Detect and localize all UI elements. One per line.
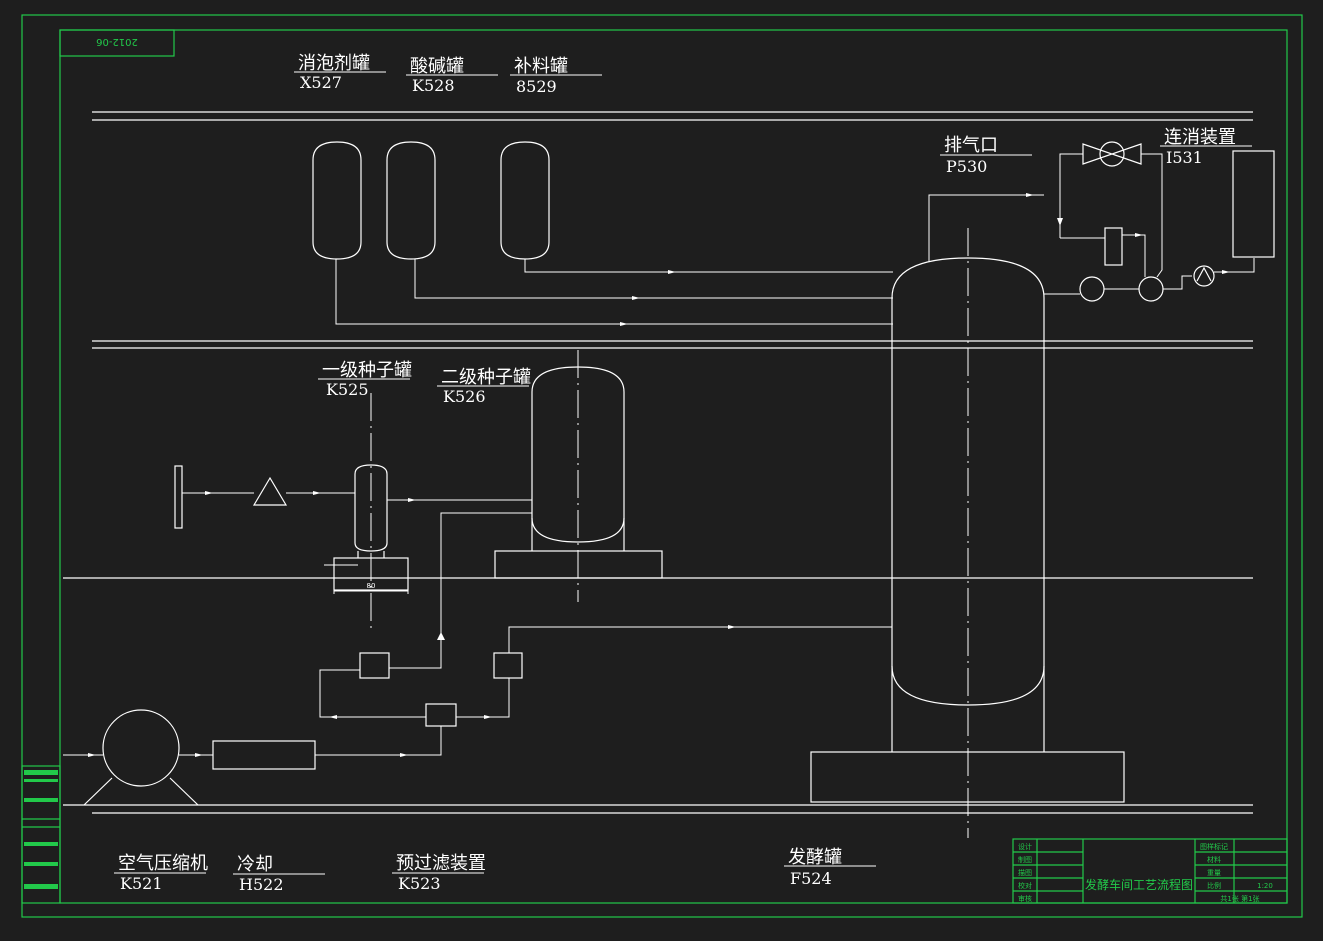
sterilizer-unit <box>1232 150 1275 258</box>
inner-frame <box>59 29 1288 904</box>
label-feed: 补料罐 8529 <box>510 56 602 96</box>
acid-base-tank-code: K528 <box>412 76 455 95</box>
secondary-seed-tank-code: K526 <box>443 387 486 406</box>
defoamer-tank-code: X527 <box>300 73 342 92</box>
pump-3 <box>1193 265 1215 287</box>
pump-2 <box>1138 276 1164 302</box>
cooler-name: 冷却 <box>237 854 273 875</box>
secondary-seed-tank-name: 二级种子罐 <box>441 367 531 388</box>
filter-1 <box>359 652 390 679</box>
defoamer-tank-name: 消泡剂罐 <box>298 53 370 74</box>
label-fermenter: 发酵罐 F524 <box>784 847 876 888</box>
label-sterilizer: 连消装置 I531 <box>1160 127 1252 167</box>
label-prefilter: 预过滤装置 K523 <box>392 853 486 893</box>
drawing-number-box <box>59 29 175 57</box>
prefilter <box>425 703 457 727</box>
cooler-code: H522 <box>239 875 284 894</box>
air-supply-line <box>63 512 892 806</box>
exhaust-name: 排气口 <box>944 135 998 156</box>
tb-approved: 审核 <box>1018 894 1032 903</box>
defoamer-tank <box>312 141 362 260</box>
drawing-title: 发酵车间工艺流程图 <box>1085 877 1193 892</box>
title-block <box>1012 838 1288 904</box>
secondary-seed-tank <box>494 350 663 602</box>
compressor-code: K521 <box>120 874 163 893</box>
primary-seed-tank-name: 一级种子罐 <box>322 360 412 381</box>
label-primary-seed: 一级种子罐 K525 <box>318 360 412 399</box>
label-exhaust: 排气口 P530 <box>940 135 1032 176</box>
binding-strip <box>21 765 61 904</box>
compressor-name: 空气压缩机 <box>118 853 208 874</box>
fermenter-name: 发酵罐 <box>788 847 842 868</box>
drawing-number-stamp: 2012-06 <box>96 36 138 47</box>
acid-base-tank <box>386 141 436 260</box>
label-compressor: 空气压缩机 K521 <box>114 853 208 893</box>
filter-2 <box>493 652 523 679</box>
valve-icon <box>1082 143 1142 165</box>
primary-seed-tank-code: K525 <box>326 380 369 399</box>
air-compressor <box>102 709 180 787</box>
exhaust-pipe <box>928 194 1044 262</box>
inoculation-line <box>174 465 355 529</box>
prefilter-code: K523 <box>398 874 441 893</box>
exhaust-code: P530 <box>946 157 987 176</box>
outer-frame <box>21 14 1303 918</box>
sterilizer-code: I531 <box>1166 148 1203 167</box>
acid-base-tank-name: 酸碱罐 <box>410 56 464 77</box>
sterilizer-name: 连消装置 <box>1164 127 1236 148</box>
dimension-mark: 80 <box>367 582 376 590</box>
label-secondary-seed: 二级种子罐 K526 <box>437 367 531 406</box>
feed-tank-code: 8529 <box>516 77 557 96</box>
inlet-flange <box>174 465 183 529</box>
fermenter <box>810 228 1125 838</box>
tb-design: 设计 <box>1018 842 1032 851</box>
heat-exchanger <box>1104 227 1123 266</box>
label-cooler: 冷却 H522 <box>233 854 325 894</box>
tb-material: 材料 <box>1207 855 1221 864</box>
tb-mark: 图样标记 <box>1200 842 1228 851</box>
prefilter-name: 预过滤装置 <box>396 853 486 874</box>
fermenter-code: F524 <box>790 869 832 888</box>
tb-drawn: 制图 <box>1018 855 1032 864</box>
feed-tank-name: 补料罐 <box>514 56 568 77</box>
pump-1 <box>1079 276 1105 302</box>
label-acid-base: 酸碱罐 K528 <box>406 56 498 95</box>
feed-tank <box>500 141 550 260</box>
tb-checked: 校对 <box>1018 881 1032 890</box>
tb-scale-value: 1:20 <box>1257 882 1273 890</box>
cooler <box>212 740 316 770</box>
tb-weight: 重量 <box>1207 869 1221 877</box>
floor-lines <box>63 111 1253 814</box>
continuous-sterilizer-loop <box>1044 141 1275 302</box>
label-defoamer: 消泡剂罐 X527 <box>294 53 386 92</box>
tb-scale-label: 比例 <box>1207 881 1221 890</box>
tank-feed-pipes <box>335 259 893 326</box>
tb-sheet: 共1张 第1张 <box>1220 894 1259 903</box>
tb-traced: 描图 <box>1018 868 1032 877</box>
filter-triangle <box>252 476 288 506</box>
primary-seed-tank <box>324 393 409 632</box>
